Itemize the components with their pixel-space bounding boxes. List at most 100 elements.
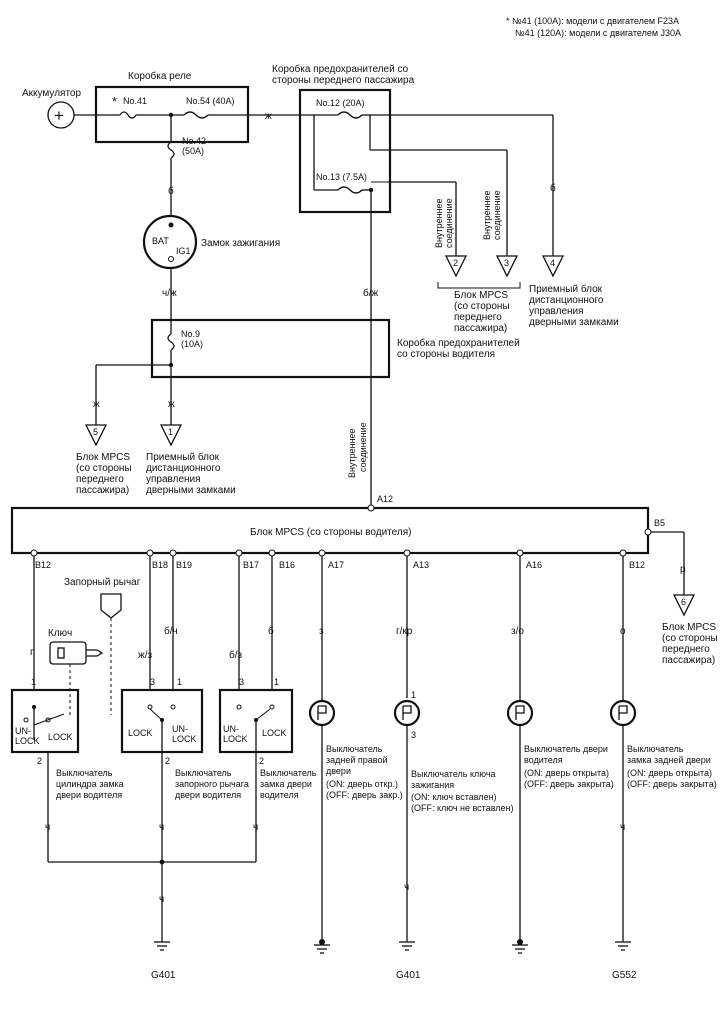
driver-mpcs-title: Блок MPCS (со стороны водителя) bbox=[250, 527, 411, 538]
wire-color-label: ч/ж bbox=[162, 288, 177, 299]
switch-label: (OFF: дверь закрыта) bbox=[627, 779, 717, 789]
pin-label: B19 bbox=[176, 560, 192, 570]
pin-num: 2 bbox=[259, 756, 264, 766]
unlock-label: UN- bbox=[223, 724, 239, 734]
ground-g552: G552 bbox=[612, 941, 637, 981]
switch-label: Выключатель ключа bbox=[411, 769, 496, 779]
pin-num: 3 bbox=[239, 677, 244, 687]
wire-color-label: р bbox=[680, 564, 686, 575]
unlock-label: LOCK bbox=[172, 734, 197, 744]
battery: Аккумулятор + bbox=[22, 88, 81, 129]
lock-label: LOCK bbox=[262, 728, 287, 738]
connector-ref: 2 bbox=[453, 258, 458, 268]
unlock-label: UN- bbox=[172, 724, 188, 734]
passenger-mpcs-top-label: (со стороны bbox=[454, 301, 510, 312]
wire-color-label: б/ч bbox=[164, 625, 178, 637]
pin-num: 2 bbox=[165, 756, 170, 766]
wire-color-label: о bbox=[620, 626, 626, 637]
keyless-left-label: управления bbox=[146, 474, 201, 485]
ignition-bat-label: BAT bbox=[152, 236, 169, 246]
passenger-mpcs-right-label: пассажира) bbox=[662, 655, 715, 666]
internal-connection-label: Внутреннее bbox=[347, 428, 357, 478]
unlock-label: UN- bbox=[15, 726, 31, 736]
connector-4: 4 bbox=[541, 255, 565, 278]
connector-6: 6 bbox=[672, 594, 696, 617]
switch-label: Выключатель bbox=[260, 768, 317, 778]
lock-lever-label: Запорный рычаг bbox=[64, 577, 141, 588]
switch-label: Выключатель bbox=[56, 768, 113, 778]
pin-num: 3 bbox=[150, 677, 155, 687]
internal-connection-label: соединение bbox=[358, 422, 368, 472]
wire-color-label: ч bbox=[45, 822, 50, 833]
battery-symbol: + bbox=[54, 106, 64, 125]
ground-g401-b: G401 bbox=[396, 941, 421, 981]
internal-connection-label: Внутреннее bbox=[434, 198, 444, 248]
ground-label: G401 bbox=[151, 970, 176, 981]
keyless-left-label: Приемный блок bbox=[146, 451, 220, 463]
unlock-label: LOCK bbox=[15, 736, 40, 746]
wire-color-label: ж/з bbox=[138, 650, 152, 661]
unlock-label: LOCK bbox=[223, 734, 248, 744]
passenger-mpcs-top-label: переднего bbox=[454, 312, 502, 323]
connector-ref: 5 bbox=[93, 427, 98, 437]
fuse-42-label-1: No.42 bbox=[182, 136, 206, 146]
fuse-42-label-2: (50A) bbox=[182, 146, 204, 156]
fuse-13-label: No.13 (7.5A) bbox=[316, 172, 367, 182]
wire-color-label: ч bbox=[620, 822, 625, 833]
pin-label: B12 bbox=[35, 560, 51, 570]
switch-label: водителя bbox=[260, 790, 299, 800]
wire-color-label: з bbox=[319, 626, 324, 637]
wire-color-label: ч bbox=[159, 822, 164, 833]
lock-lever-switch: 3 1 LOCK UN- LOCK 2 Выключатель запорног… bbox=[120, 677, 249, 800]
ignition-label: Замок зажигания bbox=[201, 238, 280, 249]
footnote-line-1: * №41 (100A): модели с двигателем F23A bbox=[506, 16, 679, 26]
fuse-41-icon bbox=[119, 111, 137, 119]
switch-label: Выключатель bbox=[326, 744, 383, 754]
pin-num: 1 bbox=[274, 677, 279, 687]
switch-label: (ON: ключ вставлен) bbox=[411, 792, 497, 802]
passenger-mpcs-left-label: переднего bbox=[76, 474, 124, 485]
internal-connection-label: Внутреннее bbox=[482, 190, 492, 240]
connector-2: 2 bbox=[444, 255, 468, 278]
internal-connection-label: соединение bbox=[444, 198, 454, 248]
pin-a12: A12 bbox=[377, 494, 393, 504]
driver-fuse-box: No.9 (10A) Коробка предохранителей со ст… bbox=[150, 318, 520, 379]
door-cylinder-switch: 1 UN- LOCK LOCK 2 Выключатель цилиндра з… bbox=[10, 677, 124, 800]
pin-num: 1 bbox=[177, 677, 182, 687]
switch-label: Выключатель bbox=[175, 768, 232, 778]
ignition-key-switch: 1 3 Выключатель ключа зажигания (ON: клю… bbox=[393, 690, 514, 813]
pin-label: B16 bbox=[279, 560, 295, 570]
wire-color-label: ж bbox=[265, 111, 272, 122]
fuse-42-icon bbox=[167, 141, 175, 159]
ignition-switch: BAT IG1 Замок зажигания bbox=[142, 214, 280, 270]
keyless-left-label: дистанционного bbox=[146, 463, 221, 474]
wire-color-label: з/о bbox=[511, 626, 524, 637]
connector-ref: 1 bbox=[168, 427, 173, 437]
switch-label: запорного рычага bbox=[175, 779, 249, 789]
pin-b5: B5 bbox=[654, 518, 665, 528]
key-icon bbox=[49, 641, 104, 665]
footnote-line-2: №41 (120A): модели с двигателем J30A bbox=[515, 28, 681, 38]
pin-label: A13 bbox=[413, 560, 429, 570]
relay-box: Коробка реле * No.41 No.54 (40A) No.42 (… bbox=[94, 70, 250, 156]
driver-door-lock-switch: 3 1 UN- LOCK LOCK 2 Выключатель замка дв… bbox=[218, 677, 317, 800]
switch-label: (ON: дверь откр.) bbox=[326, 779, 398, 789]
switch-label: водителя bbox=[524, 755, 563, 765]
rear-door-lock-switch: Выключатель замка задней двери (ON: двер… bbox=[609, 699, 717, 789]
lock-lever-icon bbox=[100, 593, 122, 619]
passenger-mpcs-right-label: переднего bbox=[662, 644, 710, 655]
pin-num: 1 bbox=[411, 690, 416, 700]
passenger-mpcs-left-label: пассажира) bbox=[76, 485, 129, 496]
pin-label: B18 bbox=[152, 560, 168, 570]
passenger-mpcs-right-label: Блок MPCS bbox=[662, 622, 716, 633]
wire-color-label: ж bbox=[168, 399, 175, 410]
wire-color-label: г bbox=[30, 647, 34, 658]
wire-color-label: ж bbox=[93, 399, 100, 410]
wire-color-label: ч bbox=[404, 882, 409, 893]
pin-num: 2 bbox=[37, 756, 42, 766]
fuse-9-label-2: (10A) bbox=[181, 339, 203, 349]
wire-color-label: б bbox=[168, 185, 174, 197]
pin-label: B17 bbox=[243, 560, 259, 570]
pin-num: 1 bbox=[31, 677, 36, 687]
